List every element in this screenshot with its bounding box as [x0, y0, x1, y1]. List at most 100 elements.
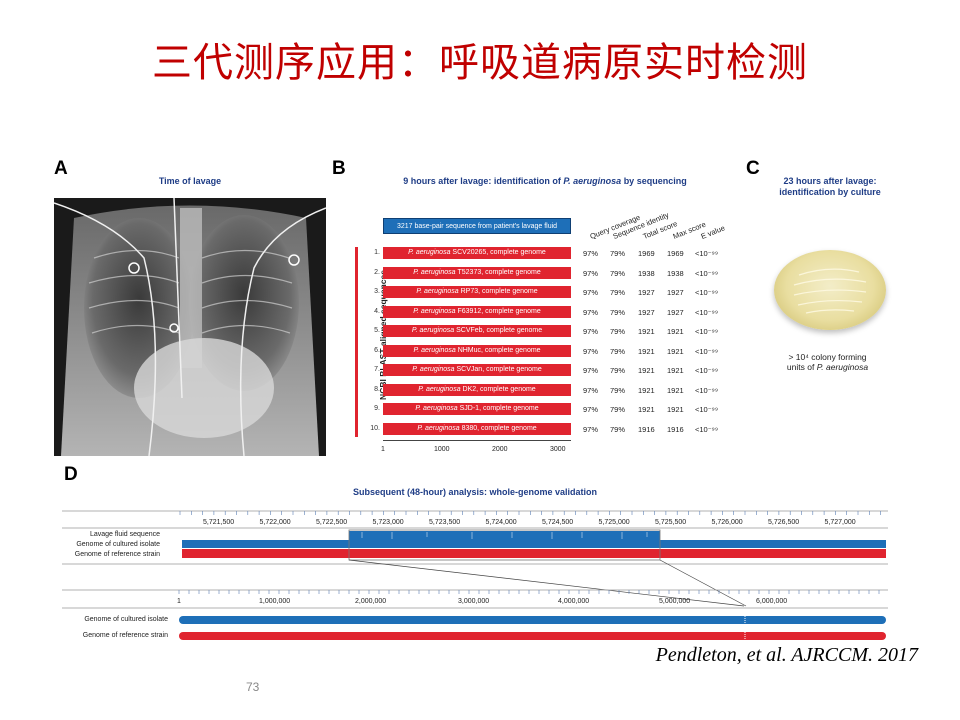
hit-strain: DK2, complete genome: [462, 385, 536, 393]
hit-ev: <10⁻⁹⁹: [695, 424, 719, 434]
hit-ev: <10⁻⁹⁹: [695, 346, 719, 356]
hit-ts: 1921: [638, 385, 655, 395]
hit-species: P. aeruginosa: [418, 385, 461, 393]
slide-title: 三代测序应用：呼吸道病原实时检测: [152, 40, 808, 86]
bottom-ruler-tick-label: 6,000,000: [756, 598, 788, 605]
hit-bar: P. aeruginosa F63912, complete genome: [383, 305, 571, 318]
hit-bar: P. aeruginosa RP73, complete genome: [383, 286, 571, 298]
panel-c-label: C: [746, 158, 760, 179]
hit-ms: 1921: [667, 346, 684, 356]
hit-ts: 1921: [638, 405, 655, 414]
culture-plate-image: [774, 250, 886, 330]
hit-bar: P. aeruginosa DK2, complete genome: [383, 383, 571, 396]
bottom-ruler-tick-label: 2,000,000: [355, 598, 387, 605]
hit-species: P. aeruginosa: [416, 288, 459, 295]
track-label-reference-full: Genome of reference strain: [82, 632, 168, 639]
top-ruler-tick-label: 5,721,500: [203, 519, 235, 526]
row-number: 5.: [374, 327, 380, 334]
page-number: 73: [246, 680, 260, 694]
hit-id: 79%: [610, 385, 626, 395]
hit-ev: <10⁻⁹⁹: [695, 307, 719, 317]
row-number: 6.: [374, 346, 380, 354]
hit-qc: 97%: [583, 366, 599, 375]
hit-ms: 1938: [667, 268, 684, 278]
hit-ev: <10⁻⁹⁹: [695, 249, 719, 258]
hit-ms: 1927: [667, 307, 684, 317]
panel-c-result-prefix: units of: [786, 362, 817, 372]
track-reference-strain-zoom: [182, 549, 886, 558]
hit-species: P. aeruginosa: [413, 268, 456, 276]
hit-ts: 1927: [638, 288, 655, 297]
track-label-cultured-full: Genome of cultured isolate: [84, 616, 168, 623]
hit-ts: 1938: [638, 268, 655, 278]
panel-b-caption: 9 hours after lavage: identification of …: [380, 176, 710, 186]
hit-qc: 97%: [583, 385, 599, 395]
hit-ev: <10⁻⁹⁹: [695, 268, 719, 278]
hit-id: 79%: [610, 405, 626, 414]
row-number: 10.: [370, 424, 380, 432]
panel-b-x-axis: [383, 440, 571, 441]
panel-d-label: D: [64, 464, 78, 485]
hit-species: P. aeruginosa: [413, 346, 456, 354]
row-number: 8.: [374, 385, 380, 393]
hit-species: P. aeruginosa: [417, 424, 460, 432]
hit-ms: 1916: [667, 424, 684, 434]
panel-b-caption-species: P. aeruginosa: [563, 176, 622, 186]
track-label-lavage: Lavage fluid sequence: [89, 531, 160, 538]
hit-id: 79%: [610, 327, 626, 336]
hit-id: 79%: [610, 268, 626, 278]
hit-ms: 1921: [667, 405, 684, 414]
panel-c-result: > 10⁴ colony forming units of P. aerugin…: [755, 352, 900, 372]
track-lavage-fluid: [349, 531, 660, 540]
hit-qc: 97%: [583, 327, 599, 336]
track-reference-strain-full: [179, 632, 886, 640]
hit-ts: 1927: [638, 307, 655, 317]
hit-ev: <10⁻⁹⁹: [695, 288, 719, 297]
panel-c-caption: 23 hours after lavage: identification by…: [760, 176, 900, 198]
top-ruler-tick-label: 5,725,000: [598, 519, 630, 526]
top-ruler-tick-label: 5,726,500: [768, 519, 800, 526]
hit-ms: 1927: [667, 288, 684, 297]
panel-b-caption-prefix: 9 hours after lavage: identification of: [403, 176, 564, 186]
top-ruler-tick-label: 5,722,000: [259, 519, 291, 526]
citation: Pendleton, et al. AJRCCM. 2017: [655, 644, 918, 666]
top-ruler-tick-label: 5,724,000: [485, 519, 517, 526]
top-ruler-tick-label: 5,726,000: [711, 519, 743, 526]
xray-drawing: [54, 198, 326, 456]
top-ruler-tick-label: 5,724,500: [542, 519, 574, 526]
top-ruler-tick-label: 5,723,500: [429, 519, 461, 526]
top-ruler-tick-label: 5,727,000: [824, 519, 856, 526]
top-ruler-tick-label: 5,723,000: [372, 519, 404, 526]
panel-c-caption-line1: 23 hours after lavage:: [783, 176, 877, 186]
track-cultured-isolate-zoom: [182, 540, 886, 548]
row-number: 1.: [374, 249, 380, 256]
hit-ts: 1969: [638, 249, 655, 258]
hit-id: 79%: [610, 346, 626, 356]
hit-id: 79%: [610, 424, 626, 434]
row-number: 7.: [374, 366, 380, 373]
panel-b-caption-suffix: by sequencing: [621, 176, 687, 186]
hit-strain: F63912, complete genome: [457, 307, 541, 315]
top-ruler-tick-label: 5,725,500: [655, 519, 687, 526]
hit-ev: <10⁻⁹⁹: [695, 385, 719, 395]
panel-c-caption-line2: identification by culture: [779, 187, 881, 197]
hit-ev: <10⁻⁹⁹: [695, 405, 719, 414]
hit-values: 97% 79% 1921 1921 <10⁻⁹⁹: [583, 347, 725, 356]
row-number: 2.: [374, 268, 380, 276]
hit-bar: P. aeruginosa SCV20265, complete genome: [383, 247, 571, 259]
hit-strain: RP73, complete genome: [460, 288, 538, 295]
bottom-ruler-tick-label: 1,000,000: [259, 598, 291, 605]
hit-qc: 97%: [583, 346, 599, 356]
hit-strain: SCVJan, complete genome: [456, 366, 542, 373]
panel-c-result-line1: > 10⁴ colony forming: [788, 352, 867, 362]
hit-species: P. aeruginosa: [415, 405, 458, 412]
hit-bar: P. aeruginosa SCVJan, complete genome: [383, 364, 571, 376]
track-label-cultured: Genome of cultured isolate: [76, 541, 160, 548]
hit-ts: 1921: [638, 346, 655, 356]
